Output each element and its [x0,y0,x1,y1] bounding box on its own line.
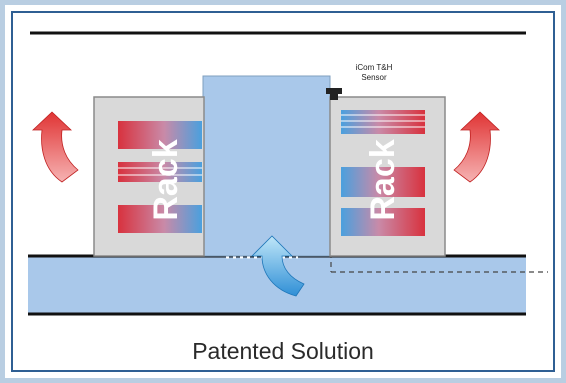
rack-right-server-2 [341,167,425,197]
rack-right-server-3 [341,208,425,236]
cold-aisle-containment [202,75,331,257]
rack-right-server-1 [341,110,425,134]
rack-left-label: Rack [147,139,185,220]
rack-left: Rack [93,96,205,257]
rack-right-label: Rack [364,139,402,220]
sensor-icon [326,88,342,100]
hot-air-arrow-left-icon [31,111,79,183]
hot-air-arrow-right-icon [453,111,501,183]
rack-left-server-3 [118,205,202,233]
sensor-label-line1: iCom T&H [356,63,393,72]
rack-right: Rack [329,96,446,257]
sensor-label-line2: Sensor [361,73,387,82]
cold-air-arrow-icon [251,235,305,297]
diagram-caption: Patented Solution [192,338,374,364]
rack-left-server-1 [118,121,202,149]
rack-left-server-2 [118,162,202,182]
